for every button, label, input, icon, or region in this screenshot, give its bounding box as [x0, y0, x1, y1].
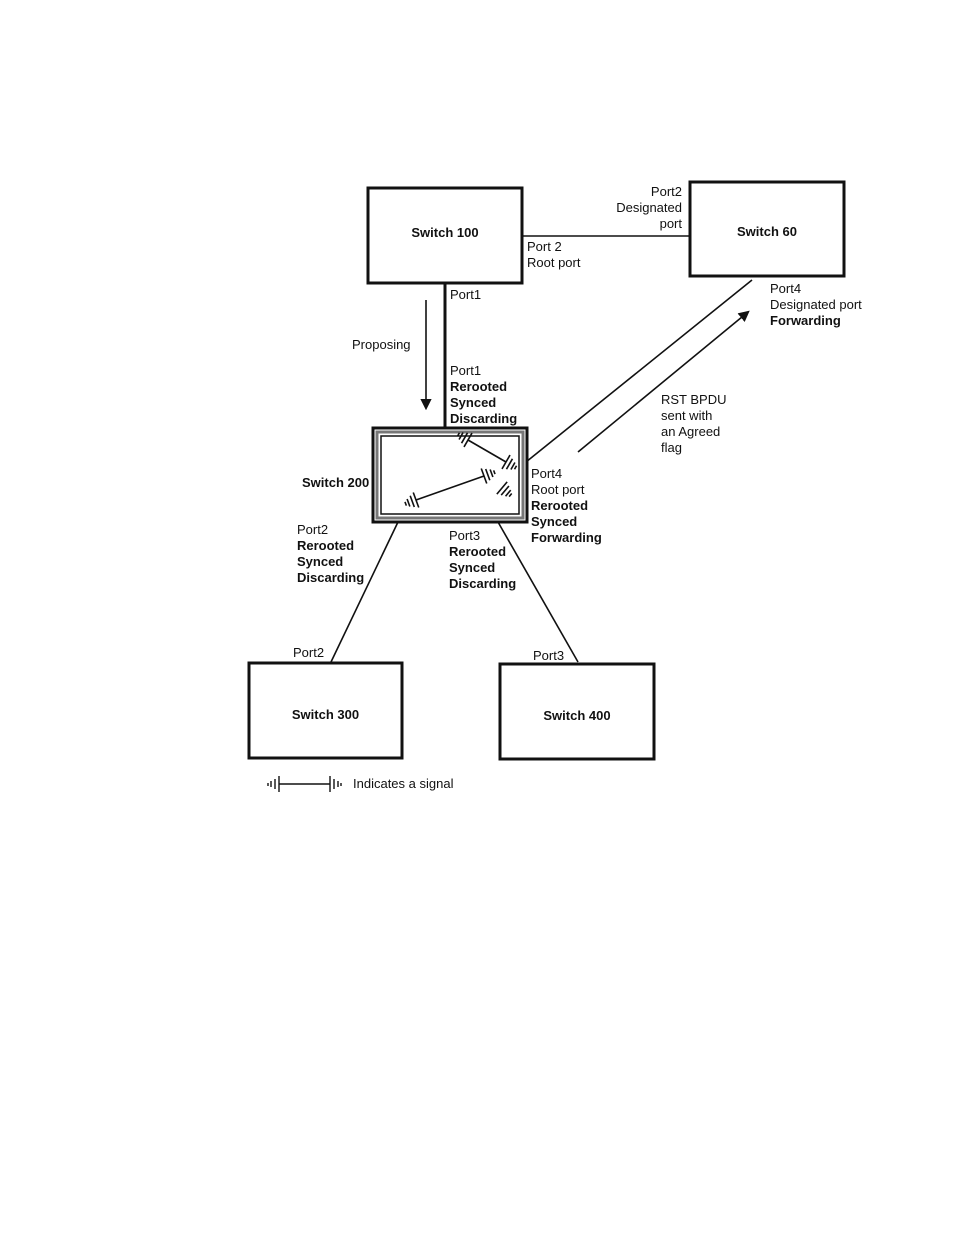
- label-line: Forwarding: [531, 530, 602, 545]
- switch-200-title: Switch 200: [302, 475, 370, 490]
- s200-port2-label: Port2 Rerooted Synced Discarding: [297, 522, 364, 586]
- link-s200-s60: [525, 279, 753, 463]
- label-line: Port1: [450, 363, 482, 378]
- label-line: RST BPDU: [661, 392, 727, 407]
- switch-300-box: [247, 661, 404, 760]
- label-line: Designated: [616, 200, 682, 215]
- label-line: Rerooted: [531, 498, 589, 513]
- s200-port4-label: Port4 Root port Rerooted Synced Forwardi…: [531, 466, 602, 546]
- switch-400-box: [498, 662, 656, 761]
- label-line: Port2: [650, 184, 682, 199]
- switch-60-box: [688, 180, 846, 278]
- signal-icon: [496, 481, 513, 498]
- label-line: Port3: [449, 528, 481, 543]
- s200-port1-label: Port1 Rerooted Synced Discarding: [450, 363, 517, 427]
- legend-signal-icon: [267, 776, 342, 792]
- label-line: Synced: [531, 514, 578, 529]
- label-line: Port4: [531, 466, 563, 481]
- label-line: Root port: [527, 255, 581, 270]
- switch-400-title: Switch 400: [543, 708, 611, 723]
- label-line: Discarding: [450, 411, 518, 426]
- agreed-arrow: [577, 310, 750, 453]
- signal-icon: [456, 432, 518, 470]
- label-line: Rerooted: [297, 538, 355, 553]
- s60-port4-label: Port4 Designated port Forwarding: [770, 281, 862, 329]
- label-line: Discarding: [297, 570, 365, 585]
- label-line: Synced: [297, 554, 344, 569]
- switch-100-title: Switch 100: [411, 225, 479, 240]
- label-line: flag: [661, 440, 682, 455]
- label-line: Synced: [450, 395, 497, 410]
- switch-100-box: [366, 186, 524, 285]
- s200-port3-label: Port3 Rerooted Synced Discarding: [449, 528, 516, 592]
- label-line: sent with: [661, 408, 713, 423]
- s100-port1-label: Port1: [450, 287, 482, 302]
- legend-text: Indicates a signal: [353, 776, 454, 791]
- switch-200-box: [371, 426, 529, 524]
- link-s200-s300: [330, 521, 399, 663]
- label-line: Port 2: [527, 239, 562, 254]
- rst-bpdu-label: RST BPDU sent with an Agreed flag: [661, 392, 727, 456]
- proposing-label: Proposing: [352, 337, 411, 352]
- label-line: Port4: [770, 281, 802, 296]
- label-line: Forwarding: [770, 313, 841, 328]
- label-line: Port2: [297, 522, 329, 537]
- switch-300-title: Switch 300: [291, 707, 360, 722]
- label-line: Root port: [531, 482, 585, 497]
- link-s200-s400: [497, 521, 579, 663]
- signal-icon: [404, 468, 496, 508]
- s400-port3-label: Port3: [533, 648, 565, 663]
- label-line: Rerooted: [449, 544, 507, 559]
- label-line: an Agreed: [661, 424, 721, 439]
- label-line: Rerooted: [450, 379, 508, 394]
- label-line: Discarding: [449, 576, 517, 591]
- label-line: port: [659, 216, 682, 231]
- s100-port2-label: Port 2 Root port: [527, 239, 580, 271]
- label-line: Designated port: [770, 297, 862, 312]
- switch-60-title: Switch 60: [737, 224, 797, 239]
- s60-port2-label: Port2 Designated port: [582, 184, 682, 232]
- s300-port2-label: Port2: [293, 645, 325, 660]
- label-line: Synced: [449, 560, 496, 575]
